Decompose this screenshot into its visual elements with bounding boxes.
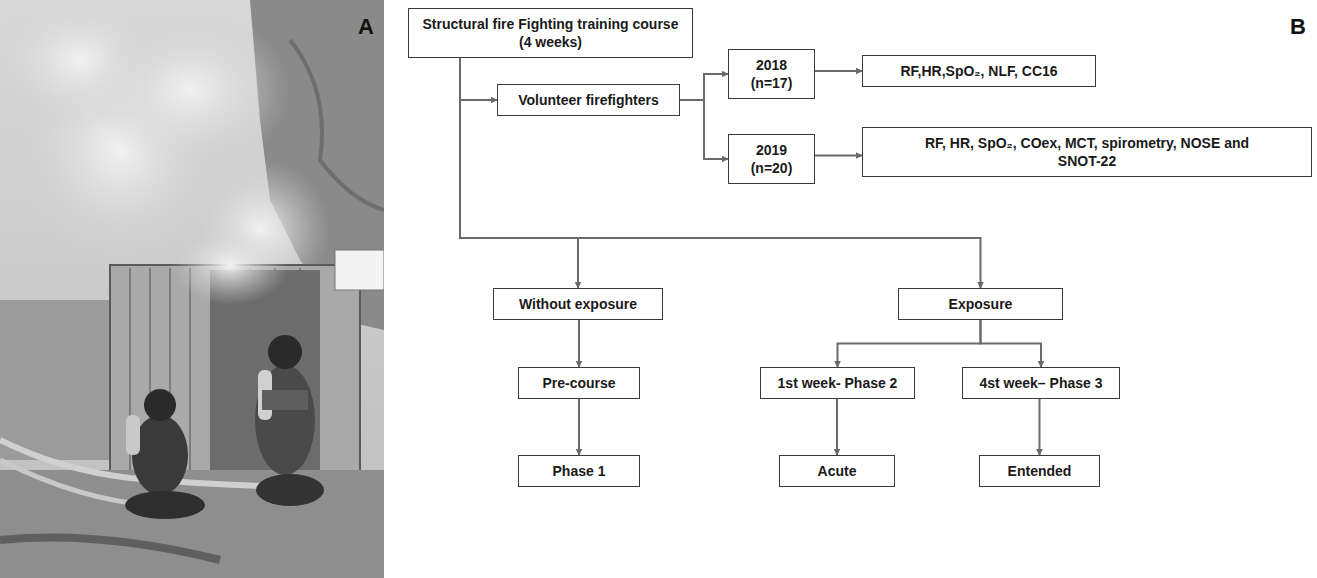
measure-box: RF, HR, SpO₂, COex, MCT, spirometry, NOS…	[862, 127, 1312, 177]
year-box: 2019 (n=20)	[728, 134, 815, 184]
flow-arrow	[815, 155, 862, 157]
phase-box: Pre-course	[518, 367, 640, 399]
phase-box: Acute	[779, 455, 895, 487]
box-text: Entended	[990, 462, 1089, 480]
flow-arrow	[460, 58, 497, 100]
flow-arrow	[836, 399, 838, 455]
condition-box: Without exposure	[493, 288, 663, 320]
flow-arrow	[680, 74, 728, 100]
phase-box: 4st week– Phase 3	[962, 367, 1120, 399]
flow-arrow	[815, 70, 862, 72]
panel-label: A	[358, 14, 374, 40]
box-text: Without exposure	[504, 295, 652, 313]
phase-box: Entended	[979, 455, 1100, 487]
firefighter-photo	[0, 0, 384, 578]
flow-arrow	[981, 320, 1042, 367]
box-text: Volunteer firefighters	[508, 91, 669, 109]
measure-box: RF,HR,SpO₂, NLF, CC16	[862, 55, 1096, 87]
box-text: Pre-course	[529, 374, 629, 392]
phase-box: 1st week- Phase 2	[760, 367, 915, 399]
group-box: Volunteer firefighters	[497, 84, 680, 116]
box-text: 2019 (n=20)	[743, 141, 800, 177]
phase-box: Phase 1	[518, 455, 640, 487]
panel-label: B	[1290, 14, 1306, 40]
box-text: Exposure	[909, 295, 1052, 313]
course-box: Structural fire Fighting training course…	[408, 8, 693, 58]
condition-box: Exposure	[898, 288, 1063, 320]
box-text: 4st week– Phase 3	[973, 374, 1109, 392]
year-box: 2018 (n=17)	[728, 49, 815, 99]
box-text: RF,HR,SpO₂, NLF, CC16	[873, 62, 1085, 80]
box-text: RF, HR, SpO₂, COex, MCT, spirometry, NOS…	[923, 134, 1251, 170]
flow-arrow	[680, 100, 728, 159]
flow-arrow	[1039, 399, 1041, 455]
box-text: Structural fire Fighting training course…	[419, 15, 682, 51]
box-text: 2018 (n=17)	[743, 56, 800, 92]
box-text: 1st week- Phase 2	[771, 374, 904, 392]
flow-arrow	[838, 320, 981, 367]
box-text: Phase 1	[529, 462, 629, 480]
box-text: Acute	[790, 462, 884, 480]
flow-arrow	[578, 399, 580, 455]
flow-arrow	[578, 320, 580, 367]
